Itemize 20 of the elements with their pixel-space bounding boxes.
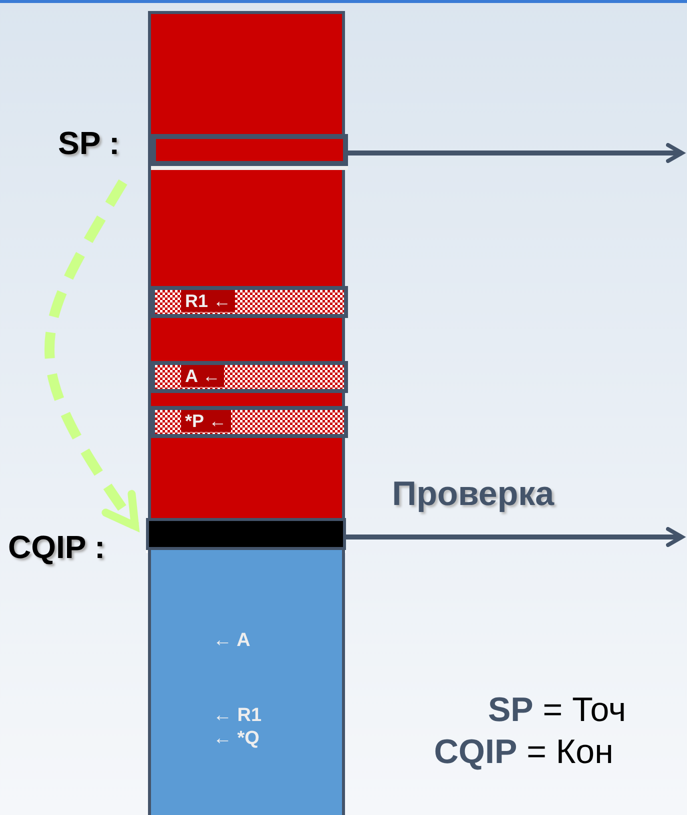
pointer-label: CQIP :	[8, 529, 143, 573]
arrow	[346, 527, 684, 547]
slot-label: A ←	[181, 365, 224, 387]
cqip-bar	[146, 518, 346, 550]
stack-entry-label: ← R1	[213, 705, 262, 727]
pointer-label: SP :	[58, 125, 148, 169]
memory-stack-column	[148, 11, 345, 518]
arrow	[44, 179, 140, 530]
memory-slot	[151, 361, 348, 393]
memory-region	[148, 550, 345, 815]
slot-label: R1 ←	[181, 290, 236, 312]
memory-slot	[151, 406, 348, 438]
arrow	[348, 143, 684, 163]
definition-text: CQIP = Кон	[434, 733, 614, 772]
definition-text: SP = Точ	[488, 691, 626, 730]
stack-entry-label: ← *Q	[213, 728, 260, 750]
stack-entry-label: ← A	[213, 630, 250, 652]
memory-slot	[151, 286, 348, 318]
edge-label: Проверка	[392, 475, 554, 514]
slot-label: *P ←	[181, 410, 231, 432]
